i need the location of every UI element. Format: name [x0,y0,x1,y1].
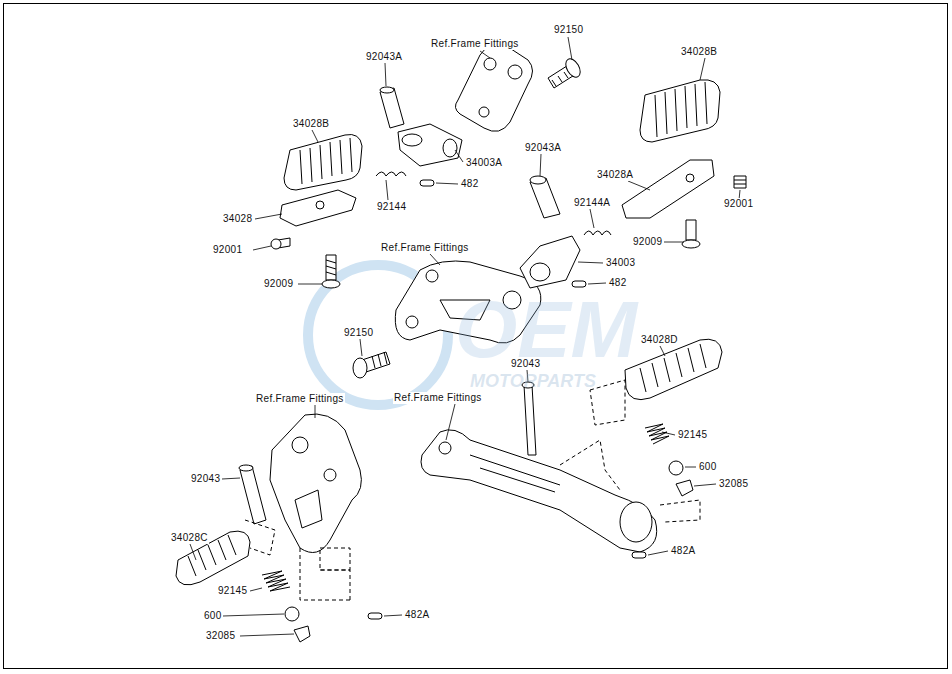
callout-number: 92043 [190,473,221,485]
callout-number: 600 [203,610,223,622]
callout-number: 32085 [718,478,749,490]
watermark: MOTORPARTS [470,372,596,390]
callout-number: 92001 [212,244,243,256]
callout-number: Ref.Frame Fittings [430,38,520,50]
callout-number: 34028A [596,169,634,181]
callout-number: 482 [460,178,480,190]
callout-number: 92150 [553,24,584,36]
callout-number: 92009 [263,278,294,290]
callout-number: 482 [608,277,628,289]
callout-number: 34028D [640,334,679,346]
callout-number: Ref.Frame Fittings [255,393,345,405]
callout-number: 92145 [677,429,708,441]
callout-number: 92144A [573,197,611,209]
callout-number: Ref.Frame Fittings [393,392,483,404]
callout-number: 34028C [170,532,209,544]
callout-number: 92145 [217,585,248,597]
callout-number: 34028B [680,46,718,58]
callout-number: 92150 [343,327,374,339]
callout-number: 92144 [376,201,407,213]
callout-number: 482A [404,609,431,621]
callout-number: 600 [698,461,718,473]
parts [176,44,746,642]
callout-number: 92001 [723,198,754,210]
frame-border [4,4,948,669]
callout-number: 34003 [605,257,636,269]
callout-number: 32085 [205,630,236,642]
callout-number: Ref.Frame Fittings [380,242,470,254]
callout-number: 92043A [365,51,403,63]
callout-number: 92043A [524,142,562,154]
callout-number: 92009 [632,236,663,248]
callout-number: 92043 [510,358,541,370]
callout-number: 34028 [222,213,253,225]
watermark: OEM [455,290,637,370]
callout-number: 482A [670,545,697,557]
callout-number: 34003A [465,157,503,169]
leader-lines [190,37,740,636]
callout-number: 34028B [292,118,330,130]
